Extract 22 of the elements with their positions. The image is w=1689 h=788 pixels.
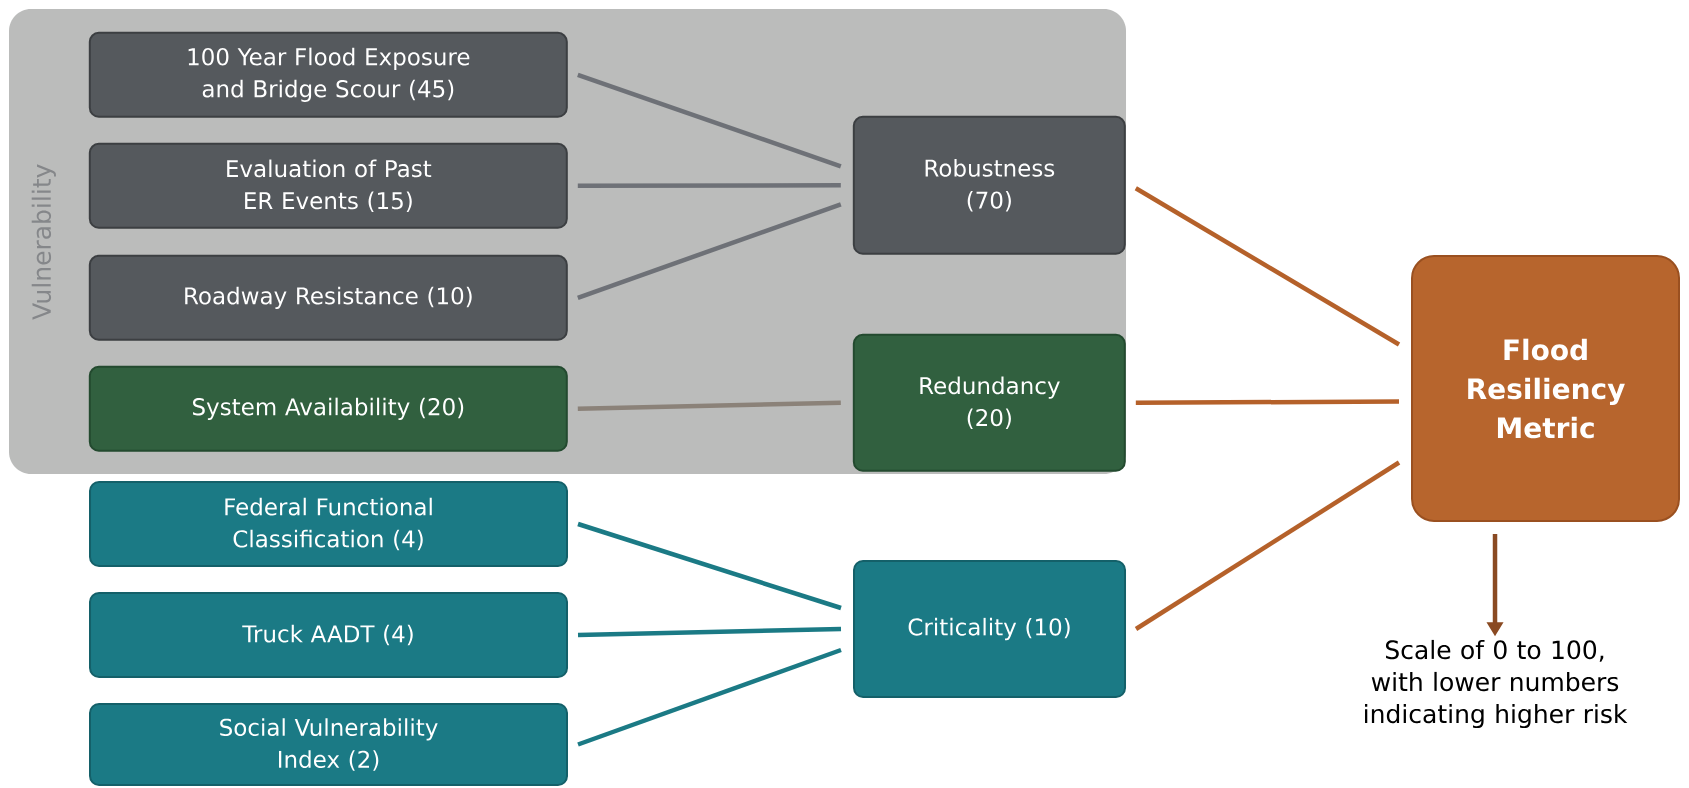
connector-line — [577, 400, 841, 412]
factor-box: Roadway Resistance (10) — [88, 254, 568, 341]
connector-line — [577, 521, 842, 611]
connector-line — [577, 183, 841, 189]
factor-box: Federal Functional Classification (4) — [89, 481, 568, 567]
factor-box: Truck AADT (4) — [89, 592, 568, 678]
result-box: Flood Resiliency Metric — [1411, 255, 1680, 522]
connector-line — [1134, 186, 1401, 347]
factor-box: Criticality (10) — [853, 560, 1126, 698]
factor-box: Redundancy (20) — [852, 333, 1126, 472]
connector-line — [1134, 460, 1401, 631]
factor-box: Robustness (70) — [852, 115, 1126, 255]
connector-line — [577, 626, 842, 638]
scale-note: Scale of 0 to 100, with lower numbers indicating higher risk — [1365, 639, 1628, 729]
connector-line — [577, 647, 842, 747]
connector-line — [577, 202, 842, 300]
factor-box: Social Vulnerability Index (2) — [89, 703, 568, 786]
factor-box: System Availability (20) — [88, 365, 568, 452]
factor-box: Evaluation of Past ER Events (15) — [88, 142, 568, 229]
factor-box: 100 Year Flood Exposure and Bridge Scour (45) — [88, 31, 568, 118]
connector-line — [577, 72, 842, 169]
connector-line — [1135, 399, 1400, 406]
